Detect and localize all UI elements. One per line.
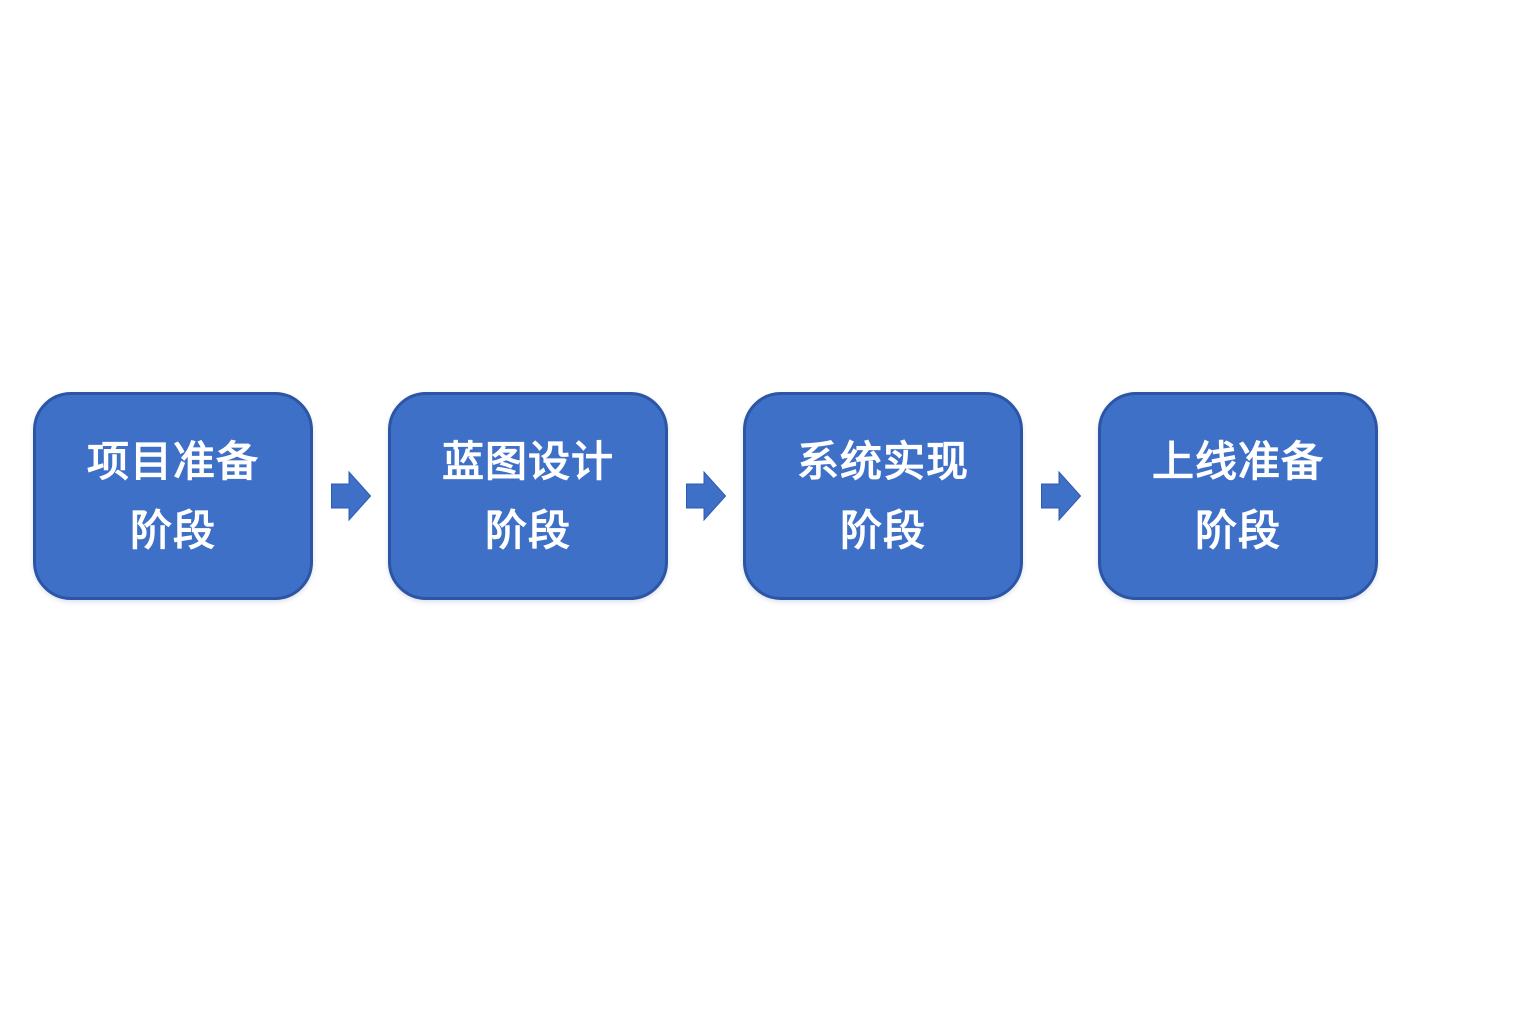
stage-label-line2: 阶段	[1194, 507, 1281, 554]
stage-label-line1: 系统实现	[796, 438, 969, 485]
flow-arrow-2	[668, 471, 743, 521]
arrow-right-icon	[330, 471, 371, 521]
stage-label-line1: 上线准备	[1151, 438, 1324, 485]
stage-label-line2: 阶段	[484, 507, 571, 554]
flow-arrow-1	[313, 471, 388, 521]
process-flow-diagram: 项目准备 阶段 蓝图设计 阶段 系统实现 阶段 上线准备 阶段	[33, 392, 1378, 600]
arrow-right-icon	[1040, 471, 1081, 521]
stage-label-line1: 蓝图设计	[441, 438, 614, 485]
stage-box-golive-preparation: 上线准备 阶段	[1098, 392, 1378, 600]
arrow-right-icon	[685, 471, 726, 521]
stage-label-line2: 阶段	[129, 507, 216, 554]
stage-box-blueprint-design: 蓝图设计 阶段	[388, 392, 668, 600]
stage-box-system-implementation: 系统实现 阶段	[743, 392, 1023, 600]
stage-box-project-preparation: 项目准备 阶段	[33, 392, 313, 600]
flow-arrow-3	[1023, 471, 1098, 521]
stage-label-line2: 阶段	[839, 507, 926, 554]
stage-label-line1: 项目准备	[86, 438, 259, 485]
